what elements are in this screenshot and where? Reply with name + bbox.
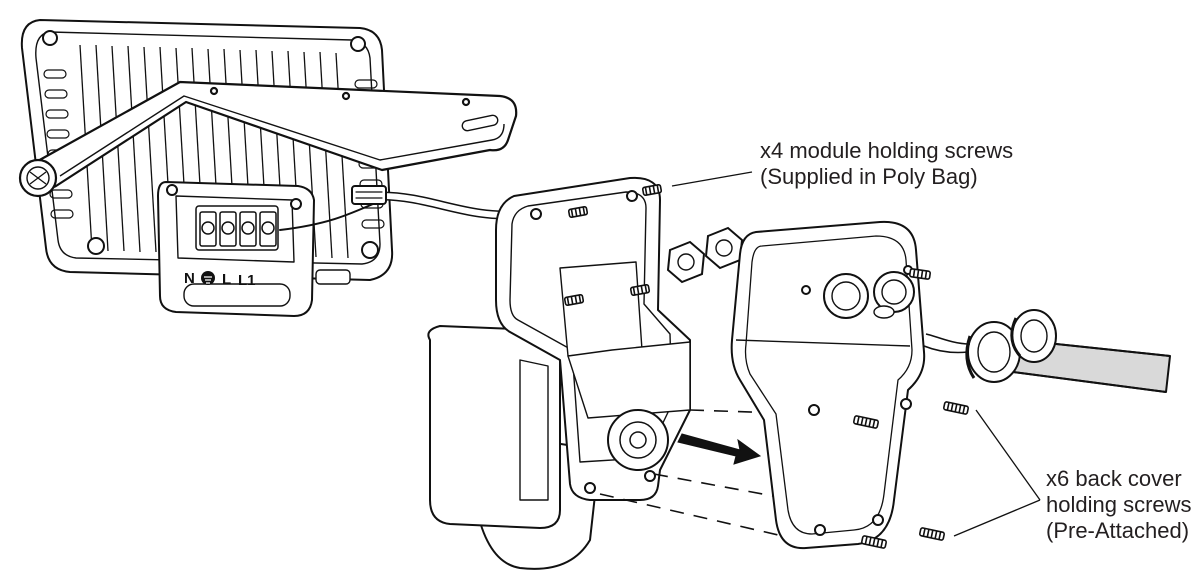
mounting-bracket — [18, 80, 518, 198]
earth-symbol-lines — [204, 276, 212, 284]
terminal-label-l1: L1 — [238, 272, 256, 289]
terminal-box — [157, 181, 351, 317]
interconnect-cable — [279, 185, 525, 231]
module-screws — [563, 184, 663, 306]
assembly-arrow-icon — [677, 433, 762, 465]
module-screws-line2: (Supplied in Poly Bag) — [760, 164, 978, 189]
gland-nuts — [666, 226, 744, 284]
back-cover-screws — [853, 268, 969, 549]
terminal-block — [195, 205, 279, 251]
terminal-label-l: L — [222, 271, 231, 288]
earth-symbol-icon — [201, 271, 215, 285]
back-cover-screws-line2: holding screws — [1046, 492, 1192, 517]
back-cover-screws-callout: x6 back cover holding screws (Pre-Attach… — [1046, 466, 1192, 544]
module-screws-callout: x4 module holding screws (Supplied in Po… — [760, 138, 1013, 190]
callout-leaders — [671, 171, 1041, 537]
back-cover-screws-line1: x6 back cover — [1046, 466, 1182, 491]
sensor-module — [427, 176, 691, 570]
back-cover — [730, 220, 926, 550]
supply-cable-gland — [923, 309, 1171, 393]
module-screws-line1: x4 module holding screws — [760, 138, 1014, 163]
terminal-label-n: N — [184, 270, 195, 287]
back-cover-screws-line3: (Pre-Attached) — [1046, 518, 1190, 543]
